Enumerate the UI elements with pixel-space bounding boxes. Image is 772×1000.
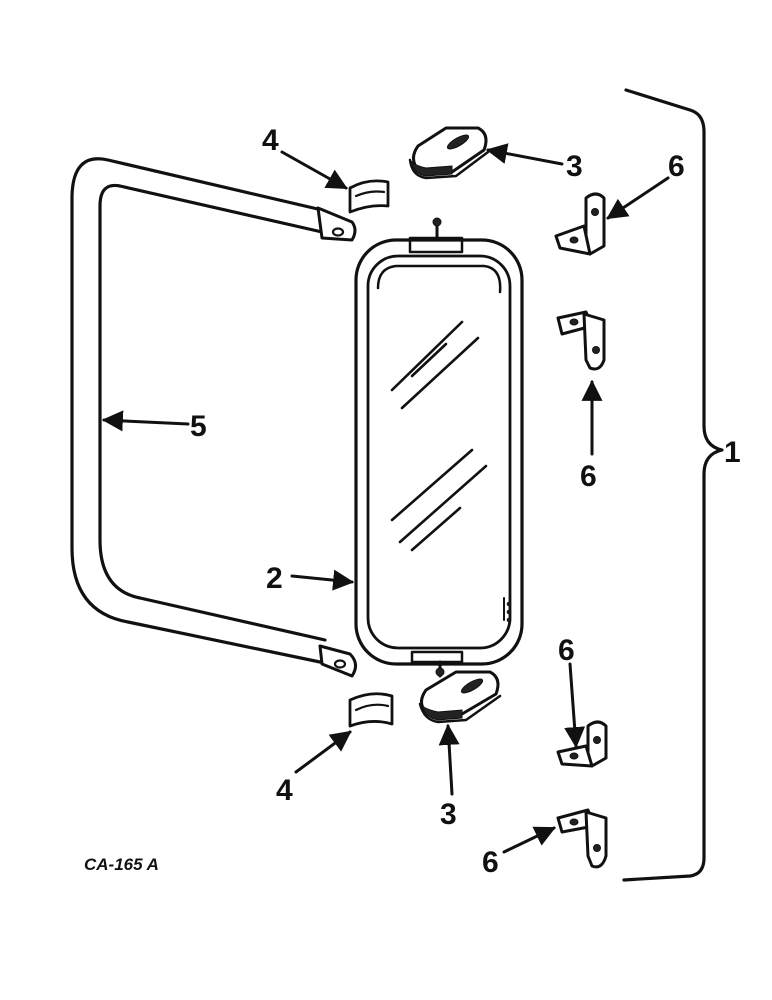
bracket-1: [554, 192, 606, 256]
callout-6-1: 6: [668, 150, 685, 183]
leader-lines: [101, 143, 670, 854]
callout-3-lower: 3: [440, 798, 457, 831]
bracket-2: [556, 310, 606, 371]
cap-lower: [348, 692, 394, 728]
cap-upper: [348, 179, 390, 214]
mirror-arm: [70, 157, 357, 678]
leader-3-lower: [438, 723, 460, 796]
leader-3-upper: [485, 143, 564, 166]
drawing-code: CA-165 A: [84, 855, 159, 874]
callout-3-upper: 3: [566, 150, 583, 183]
callout-1: 1: [724, 436, 741, 469]
callout-4-lower: 4: [276, 774, 293, 807]
assembly-brace: [622, 88, 724, 882]
callout-5: 5: [190, 410, 207, 443]
callout-4-upper: 4: [262, 124, 279, 157]
leader-6-1: [606, 176, 670, 220]
leader-6-3: [564, 662, 586, 749]
callout-2: 2: [266, 562, 283, 595]
leader-6-4: [502, 826, 556, 854]
callout-6-4: 6: [482, 846, 499, 879]
mirror-head: [354, 217, 524, 678]
leader-4-lower: [294, 730, 352, 774]
callout-6-3: 6: [558, 634, 575, 667]
bracket-4: [556, 808, 608, 869]
clamp-lower: [418, 670, 502, 724]
leader-2: [290, 569, 355, 591]
clamp-upper: [408, 126, 490, 180]
leader-4-upper: [280, 150, 348, 190]
bracket-3: [556, 720, 608, 768]
leader-5: [101, 410, 190, 432]
callout-6-2: 6: [580, 460, 597, 493]
